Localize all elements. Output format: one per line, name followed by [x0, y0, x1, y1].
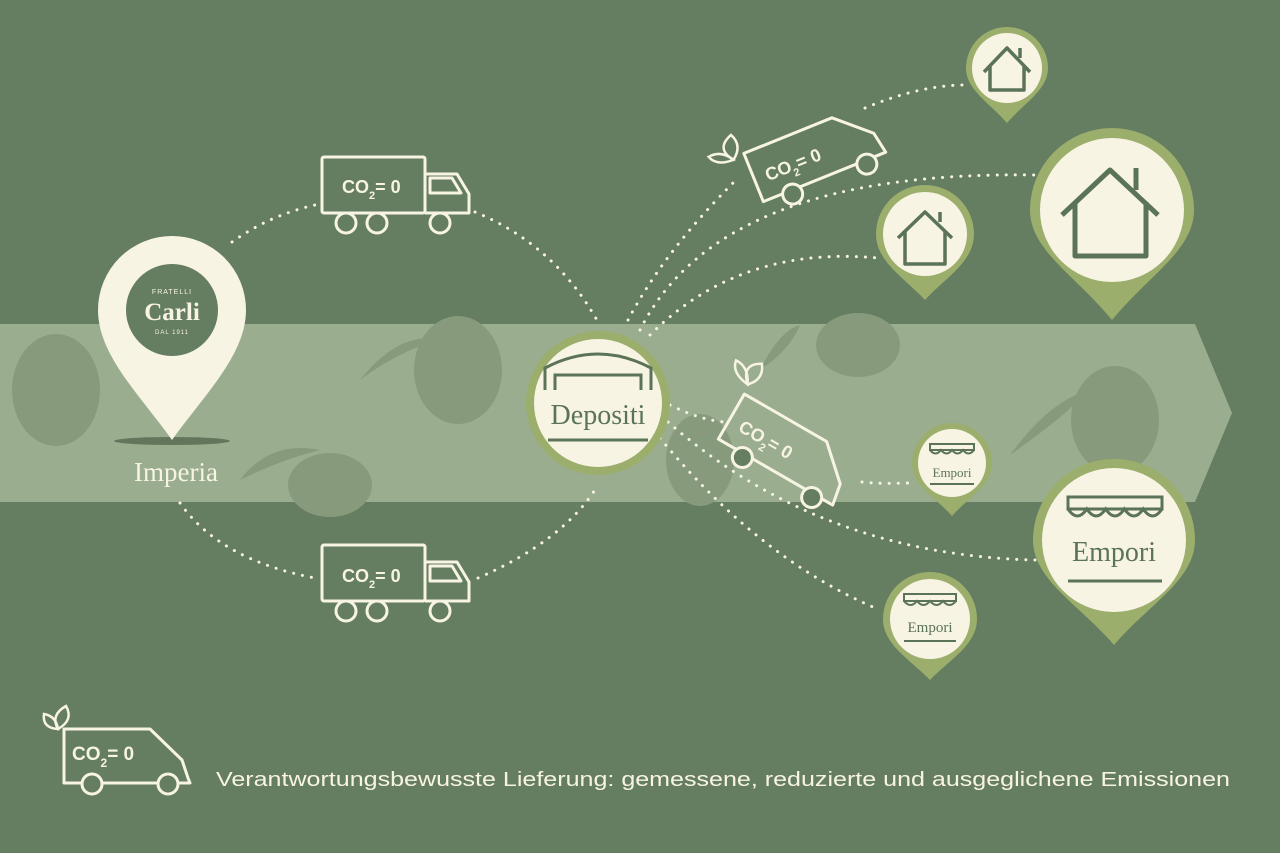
house-icon: [896, 210, 954, 266]
origin-label: Imperia: [134, 457, 218, 487]
leaf-icon: [42, 704, 70, 731]
legend-text: Verantwortungsbewusste Lieferung: gemess…: [216, 769, 1230, 791]
awning-icon: [1066, 495, 1164, 518]
awning-icon: [929, 443, 975, 455]
logo-bottom-text: DAL 1911: [155, 330, 189, 336]
truck-icon-bottom: [320, 543, 471, 623]
route-van-top-to-house-small: [863, 83, 967, 110]
warehouse-icon: [543, 352, 653, 390]
route-hub-to-van-bottom: [668, 403, 727, 424]
truck-icon-top: [320, 155, 471, 235]
route-truck-top-to-hub: [473, 210, 600, 324]
legend-van-icon: CO2= 0: [42, 704, 192, 796]
delivery-routes: [178, 83, 1037, 612]
olive-decoration: [12, 313, 1159, 517]
store-pin-small: Empori: [912, 423, 992, 516]
store-label: Empori: [1072, 537, 1156, 568]
truck-bottom-co2: CO2= 0: [342, 566, 401, 591]
house-icon: [982, 46, 1032, 92]
logo-name-text: Carli: [144, 299, 200, 326]
route-hub-to-van-top: [626, 176, 740, 322]
origin-pin: FRATELLI Carli DAL 1911: [98, 236, 246, 445]
route-hub-to-house-large: [638, 173, 1037, 332]
truck-top-co2: CO2= 0: [342, 177, 401, 202]
logo-top-text: FRATELLI: [152, 289, 192, 296]
svg-text:CO2= 0: CO2= 0: [72, 744, 134, 770]
awning-icon: [903, 593, 957, 606]
hub-label: Depositi: [551, 400, 646, 431]
store-pin-large: Empori: [1033, 459, 1195, 645]
leaf-icon: [733, 358, 764, 387]
route-hub-to-empori-large: [666, 420, 1037, 562]
route-origin-to-truck-top: [230, 203, 317, 244]
route-origin-to-truck-bottom: [178, 501, 317, 580]
house-icon: [1060, 167, 1160, 259]
store-label: Empori: [908, 620, 953, 636]
house-pin-large: [1030, 128, 1194, 320]
hub-node: Depositi: [526, 331, 670, 475]
store-pin-bottom: Empori: [883, 572, 977, 680]
van-icon-top: CO2= 0: [706, 116, 888, 206]
house-pin-mid: [876, 185, 974, 300]
house-pin-small: [966, 27, 1048, 123]
store-label: Empori: [933, 465, 972, 480]
leaf-icon: [706, 133, 739, 164]
